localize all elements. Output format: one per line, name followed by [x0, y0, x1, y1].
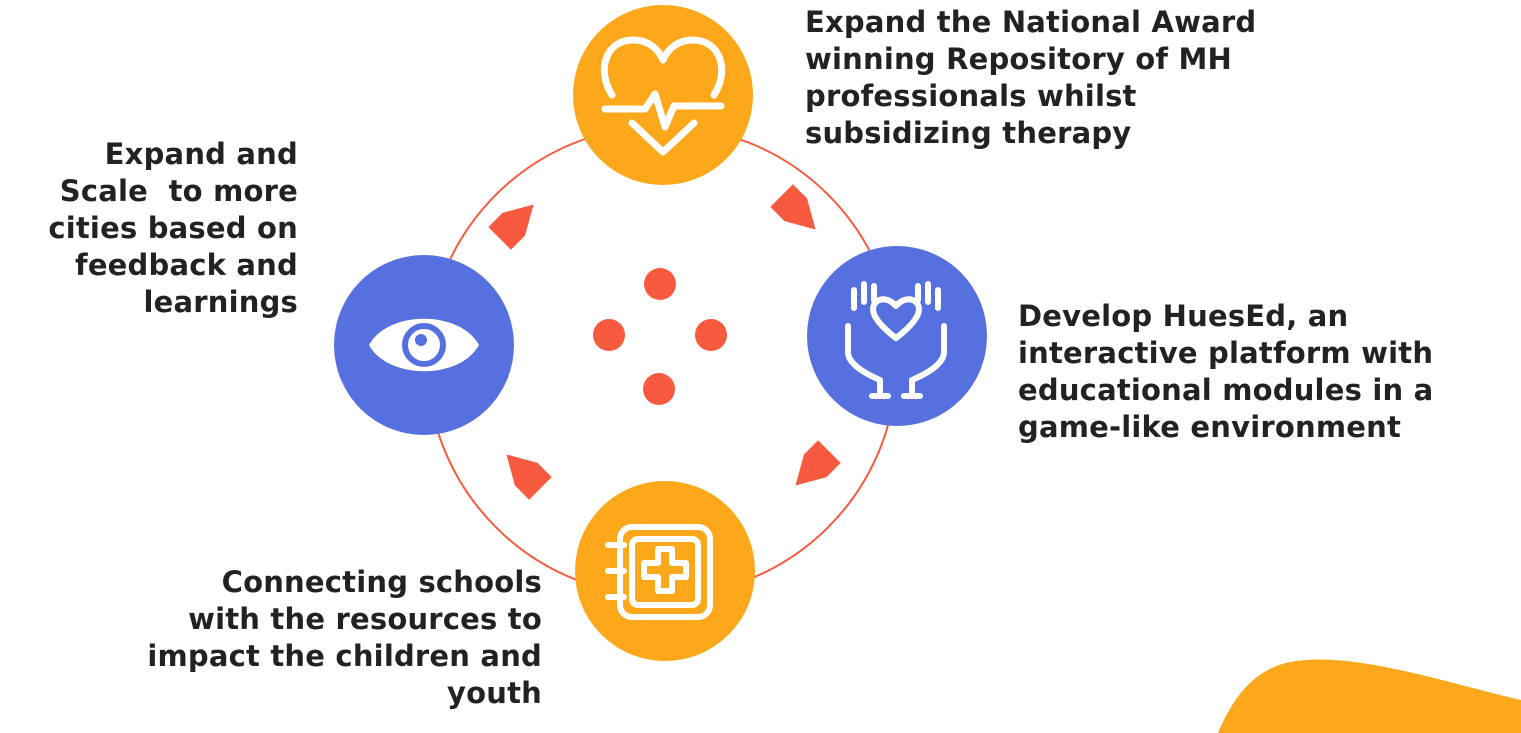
label-top-line: professionals whilst — [805, 79, 1137, 113]
arrow-bottom-left — [506, 454, 552, 500]
label-right-line: educational modules in a — [1018, 373, 1434, 407]
label-left-line: learnings — [143, 285, 298, 319]
center-dot-bottom — [643, 373, 675, 405]
label-left-line: Expand and — [104, 137, 298, 171]
label-top: Expand the National Award winning Reposi… — [805, 4, 1256, 152]
arrow-bottom-right — [795, 440, 841, 486]
label-top-line: Expand the National Award — [805, 5, 1257, 39]
label-right-line: game-like environment — [1018, 410, 1402, 444]
label-bottom: Connecting schools with the resources to… — [0, 564, 542, 712]
medical-notebook-icon — [605, 524, 713, 620]
label-top-line: subsidizing therapy — [805, 116, 1132, 150]
heart-pulse-icon — [600, 36, 726, 156]
label-right: Develop HuesEd, an interactive platform … — [1018, 298, 1433, 446]
node-left — [334, 255, 514, 435]
node-bottom — [575, 481, 755, 661]
label-left-line: Scale to more — [59, 174, 298, 208]
corner-blob — [1218, 659, 1521, 733]
label-bottom-line: youth — [447, 676, 542, 710]
label-left-line: cities based on — [48, 211, 298, 245]
label-top-line: winning Repository of MH — [805, 42, 1232, 76]
label-right-line: interactive platform with — [1018, 336, 1434, 370]
label-right-line: Develop HuesEd, an — [1018, 299, 1349, 333]
label-left: Expand and Scale to more cities based on… — [0, 136, 298, 321]
center-dot-right — [695, 319, 727, 351]
center-dot-top — [644, 268, 676, 300]
arrow-top-right — [770, 184, 816, 230]
eye-icon — [369, 318, 479, 372]
label-bottom-line: impact the children and — [147, 639, 542, 673]
label-bottom-line: Connecting schools — [221, 565, 542, 599]
hands-heart-icon — [845, 281, 947, 399]
center-dot-left — [593, 319, 625, 351]
arrow-top-left — [488, 204, 534, 250]
node-right — [807, 246, 987, 426]
label-left-line: feedback and — [75, 248, 298, 282]
node-top — [573, 5, 753, 185]
label-bottom-line: with the resources to — [188, 602, 542, 636]
